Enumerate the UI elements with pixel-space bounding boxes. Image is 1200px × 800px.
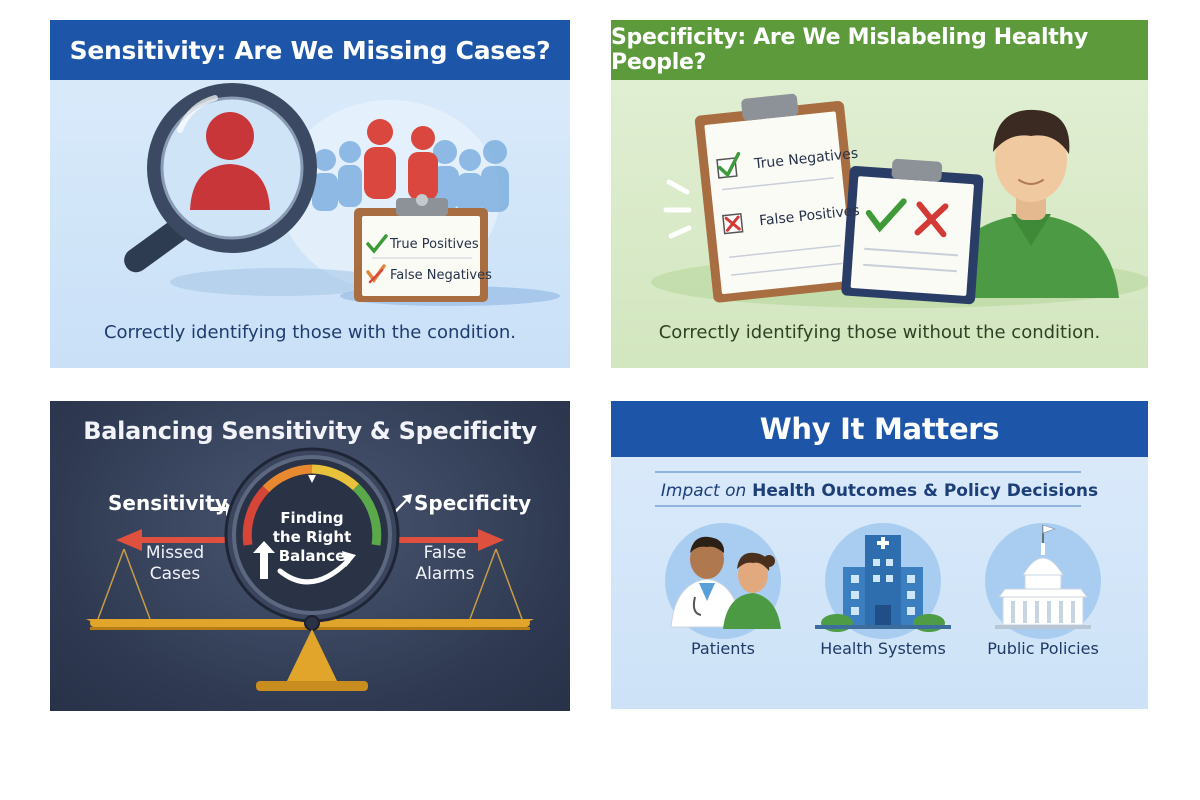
specificity-caption: Correctly identifying those without the … [658,322,1101,343]
hospital-icon [815,535,951,632]
balance-title: Balancing Sensitivity & Specificity [83,417,537,445]
doctor-and-patient-icon [670,536,781,629]
false-negatives-label: False Negatives [390,268,492,283]
missed-cases-label: Missed Cases [145,543,205,584]
clipboards-person-illustration [651,93,1148,308]
sensitivity-title: Sensitivity: Are We Missing Cases? [50,20,570,80]
public-policies-label: Public Policies [987,639,1099,658]
why-it-matters-panel: Why It Matters Impact on Health Outcomes… [611,401,1148,709]
top-rule [655,471,1081,473]
bottom-rule [655,505,1081,507]
impact-rest: Health Outcomes & Policy Decisions [752,481,1099,501]
stakeholder-icons [665,523,1101,639]
false-alarms-label: False Alarms [415,543,475,584]
capitol-building-icon [995,524,1091,629]
sensitivity-label: Sensitivity [108,491,228,515]
specificity-panel: Specificity: Are We Mislabeling Healthy … [611,20,1148,368]
impact-prefix: Impact on [660,481,747,501]
sensitivity-caption: Correctly identifying those with the con… [103,322,517,343]
patients-label: Patients [690,639,756,658]
gauge-text: Finding the Right Balance [272,509,352,565]
impact-line: Impact on Health Outcomes & Policy Decis… [611,481,1148,501]
balance-panel: Balancing Sensitivity & Specificity [50,401,570,711]
health-systems-label: Health Systems [820,639,946,658]
why-title: Why It Matters [611,401,1148,457]
true-positives-label: True Positives [390,237,479,252]
specificity-title: Specificity: Are We Mislabeling Healthy … [611,20,1148,80]
magnifier-crowd-illustration [124,83,560,306]
balance-scale-illustration [86,447,534,691]
specificity-label: Specificity [414,491,532,515]
sensitivity-panel: Sensitivity: Are We Missing Cases? [50,20,570,368]
